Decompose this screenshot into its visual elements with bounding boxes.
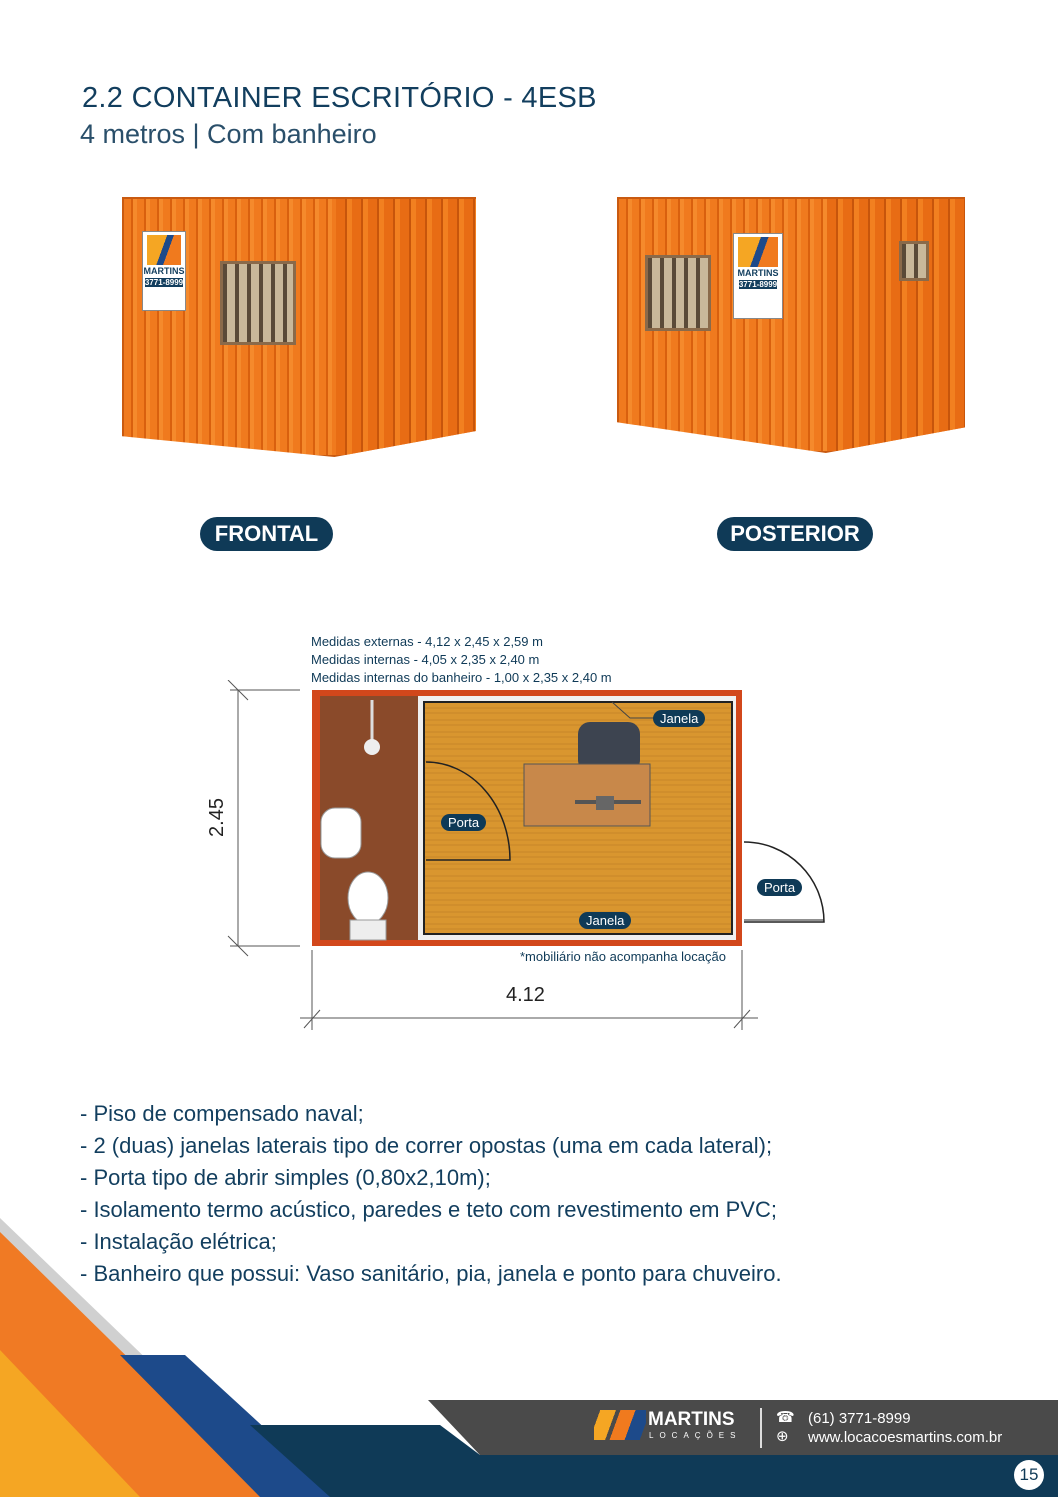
furniture-note: *mobiliário não acompanha locação [520,949,726,964]
feature-item: - Banheiro que possui: Vaso sanitário, p… [80,1261,782,1286]
toilet-icon [347,871,389,925]
window [645,255,711,331]
door-swing-inner [425,761,511,861]
window [220,261,296,345]
desk-icon [523,763,651,827]
page-subtitle: 4 metros | Com banheiro [80,119,377,149]
footer-phone: (61) 3771-8999 [808,1410,911,1427]
dimension-width [300,950,758,1030]
page-number: 15 [1014,1460,1044,1490]
measure-internal: Medidas internas - 4,05 x 2,35 x 2,40 m [311,652,540,667]
phone-icon: ☎ [776,1409,795,1426]
measure-external: Medidas externas - 4,12 x 2,45 x 2,59 m [311,634,543,649]
door-swing-outer [743,841,825,923]
sink-icon [320,807,362,859]
chair-icon [578,722,640,772]
label-posterior: POSTERIOR [717,517,873,551]
shower-icon [364,739,380,755]
footer-logo [594,1410,646,1440]
label-frontal: FRONTAL [200,517,333,551]
vent [899,241,929,281]
footer-website[interactable]: www.locacoesmartins.com.br [808,1429,1003,1446]
label-door-outer: Porta [757,879,803,896]
feature-item: - Piso de compensado naval; [80,1101,364,1126]
footer-brand-sub: LOCAÇÕES [649,1431,742,1440]
feature-item: - Porta tipo de abrir simples (0,80x2,10… [80,1165,491,1190]
dimension-height-label: 2.45 [205,798,228,837]
label-window-top: Janela [653,710,706,727]
label-window-bottom: Janela [579,912,632,929]
globe-icon: ⊕ [776,1428,789,1445]
footer-decoration [0,1218,1058,1497]
label-door-inner: Porta [441,814,487,831]
footer-divider [760,1408,762,1448]
footer-brand: MARTINS [648,1409,735,1430]
dimension-height [227,680,300,957]
dimension-width-label: 4.12 [506,984,545,1006]
feature-item: - 2 (duas) janelas laterais tipo de corr… [80,1133,773,1158]
measure-bathroom: Medidas internas do banheiro - 1,00 x 2,… [311,670,612,685]
feature-item: - Instalação elétrica; [80,1229,277,1254]
feature-item: - Isolamento termo acústico, paredes e t… [80,1197,777,1222]
page-title: 2.2 CONTAINER ESCRITÓRIO - 4ESB [82,82,597,114]
